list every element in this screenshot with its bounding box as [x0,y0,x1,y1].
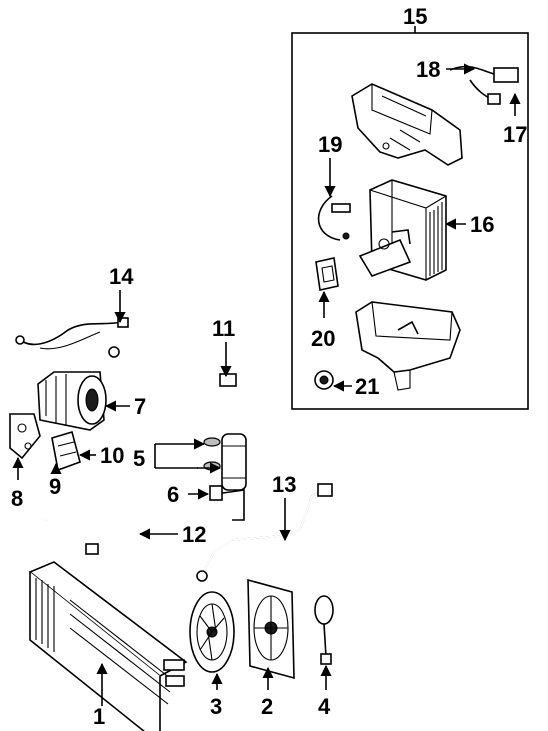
blower-motor-part [314,370,334,390]
callout-12: 12 [182,522,206,547]
callout-1: 1 [93,704,105,729]
wire-connector-part [449,65,519,105]
sensor-wire-part [317,195,351,241]
callout-13: 13 [272,472,296,497]
callout-18: 18 [416,57,440,82]
lower-case-part [355,301,461,391]
pressure-switch-part [51,430,81,472]
callout-16: 16 [470,212,494,237]
accumulator-pipe-part [209,485,245,521]
mount-bracket-part [9,413,41,460]
callout-4: 4 [318,694,331,719]
upper-case-part [351,83,463,166]
callout-numbers: 1 2 3 4 5 6 7 8 9 10 11 12 13 14 15 16 1… [11,4,527,729]
condenser-part [28,561,188,731]
callout-6: 6 [167,482,179,507]
callout-15: 15 [403,4,427,29]
callout-10: 10 [100,443,124,468]
callout-21: 21 [355,374,379,399]
compressor-part [37,371,107,431]
fan-motor-part [314,595,334,665]
callout-11: 11 [212,316,235,341]
callout-17: 17 [503,122,527,147]
callout-8: 8 [11,486,23,511]
callout-19: 19 [318,132,342,157]
callout-14: 14 [109,264,134,289]
callout-7: 7 [134,394,146,419]
clip-part [315,257,339,291]
fan-part [189,591,235,673]
callout-5: 5 [133,446,145,471]
liquid-line-part [45,484,142,555]
evaporator-core-part [358,179,447,281]
harness-part [15,317,129,350]
suction-hose-part [108,346,237,407]
fan-shroud-part [247,578,295,680]
callout-9: 9 [49,474,61,499]
accumulator-part [203,433,247,491]
group-box-15 [291,32,529,410]
leader-lines [12,63,521,706]
callout-3: 3 [210,694,222,719]
callout-20: 20 [311,326,335,351]
callout-2: 2 [261,694,273,719]
